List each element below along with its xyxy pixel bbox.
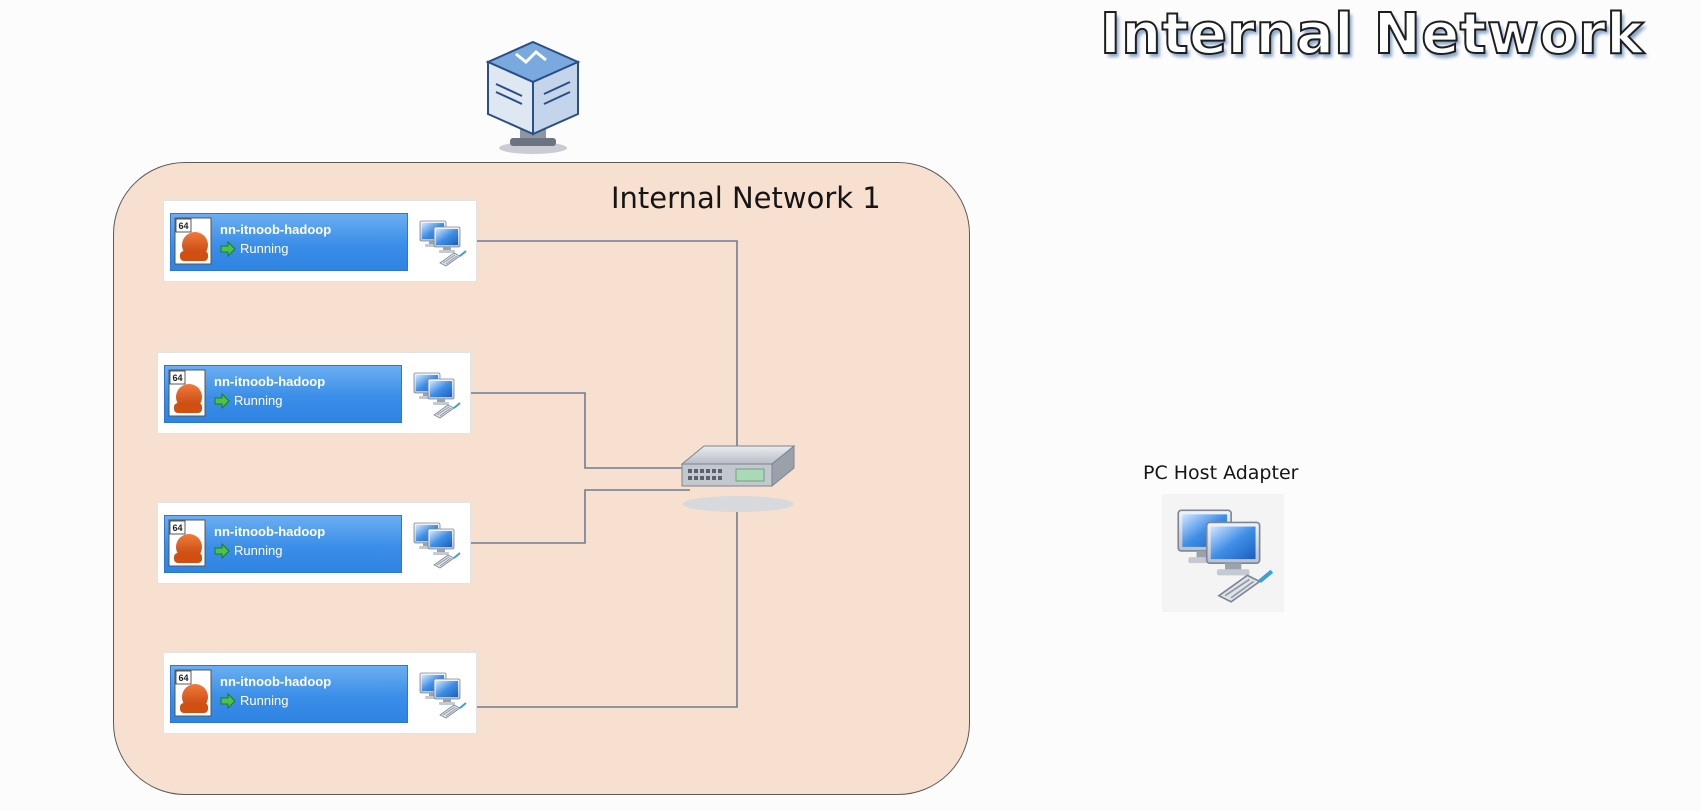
os-badge: 64 bbox=[178, 221, 188, 231]
virtualbox-logo-icon bbox=[485, 40, 581, 154]
vm-name: nn-itnoob-hadoop bbox=[220, 674, 332, 689]
wire-vm-1 bbox=[476, 240, 738, 458]
internal-network-label: Internal Network 1 bbox=[611, 181, 881, 215]
network-computers-icon bbox=[1162, 494, 1284, 612]
ubuntu-64-icon: 64 bbox=[168, 519, 206, 567]
vm-name: nn-itnoob-hadoop bbox=[214, 524, 326, 539]
vm-status: Running bbox=[240, 241, 289, 256]
diagram-title: Internal Network bbox=[1099, 1, 1645, 68]
wire-vm-3 bbox=[470, 489, 690, 544]
network-computers-icon bbox=[408, 365, 464, 423]
vm-name: nn-itnoob-hadoop bbox=[214, 374, 326, 389]
wire-vm-2 bbox=[470, 392, 690, 469]
running-arrow-icon bbox=[214, 543, 230, 559]
ubuntu-64-icon: 64 bbox=[168, 369, 206, 417]
running-arrow-icon bbox=[220, 693, 236, 709]
vm-card-3[interactable]: 64 nn-itnoob-hadoop Running bbox=[158, 503, 470, 583]
wire-vm-4 bbox=[476, 500, 738, 708]
host-adapter-label: PC Host Adapter bbox=[1143, 462, 1299, 484]
vm-status: Running bbox=[234, 543, 283, 558]
os-badge: 64 bbox=[178, 673, 188, 683]
running-arrow-icon bbox=[220, 241, 236, 257]
network-computers-icon bbox=[414, 665, 470, 723]
network-computers-icon bbox=[414, 213, 470, 271]
vm-status: Running bbox=[234, 393, 283, 408]
os-badge: 64 bbox=[172, 373, 182, 383]
network-computers-icon bbox=[408, 515, 464, 573]
vm-card-1[interactable]: 64 nn-itnoob-hadoop Running bbox=[164, 201, 476, 281]
ubuntu-64-icon: 64 bbox=[174, 217, 212, 265]
vm-card-2[interactable]: 64 nn-itnoob-hadoop Running bbox=[158, 353, 470, 433]
vm-name: nn-itnoob-hadoop bbox=[220, 222, 332, 237]
vm-status: Running bbox=[240, 693, 289, 708]
vm-card-4[interactable]: 64 nn-itnoob-hadoop Running bbox=[164, 653, 476, 733]
network-switch-icon bbox=[680, 444, 796, 512]
running-arrow-icon bbox=[214, 393, 230, 409]
os-badge: 64 bbox=[172, 523, 182, 533]
ubuntu-64-icon: 64 bbox=[174, 669, 212, 717]
